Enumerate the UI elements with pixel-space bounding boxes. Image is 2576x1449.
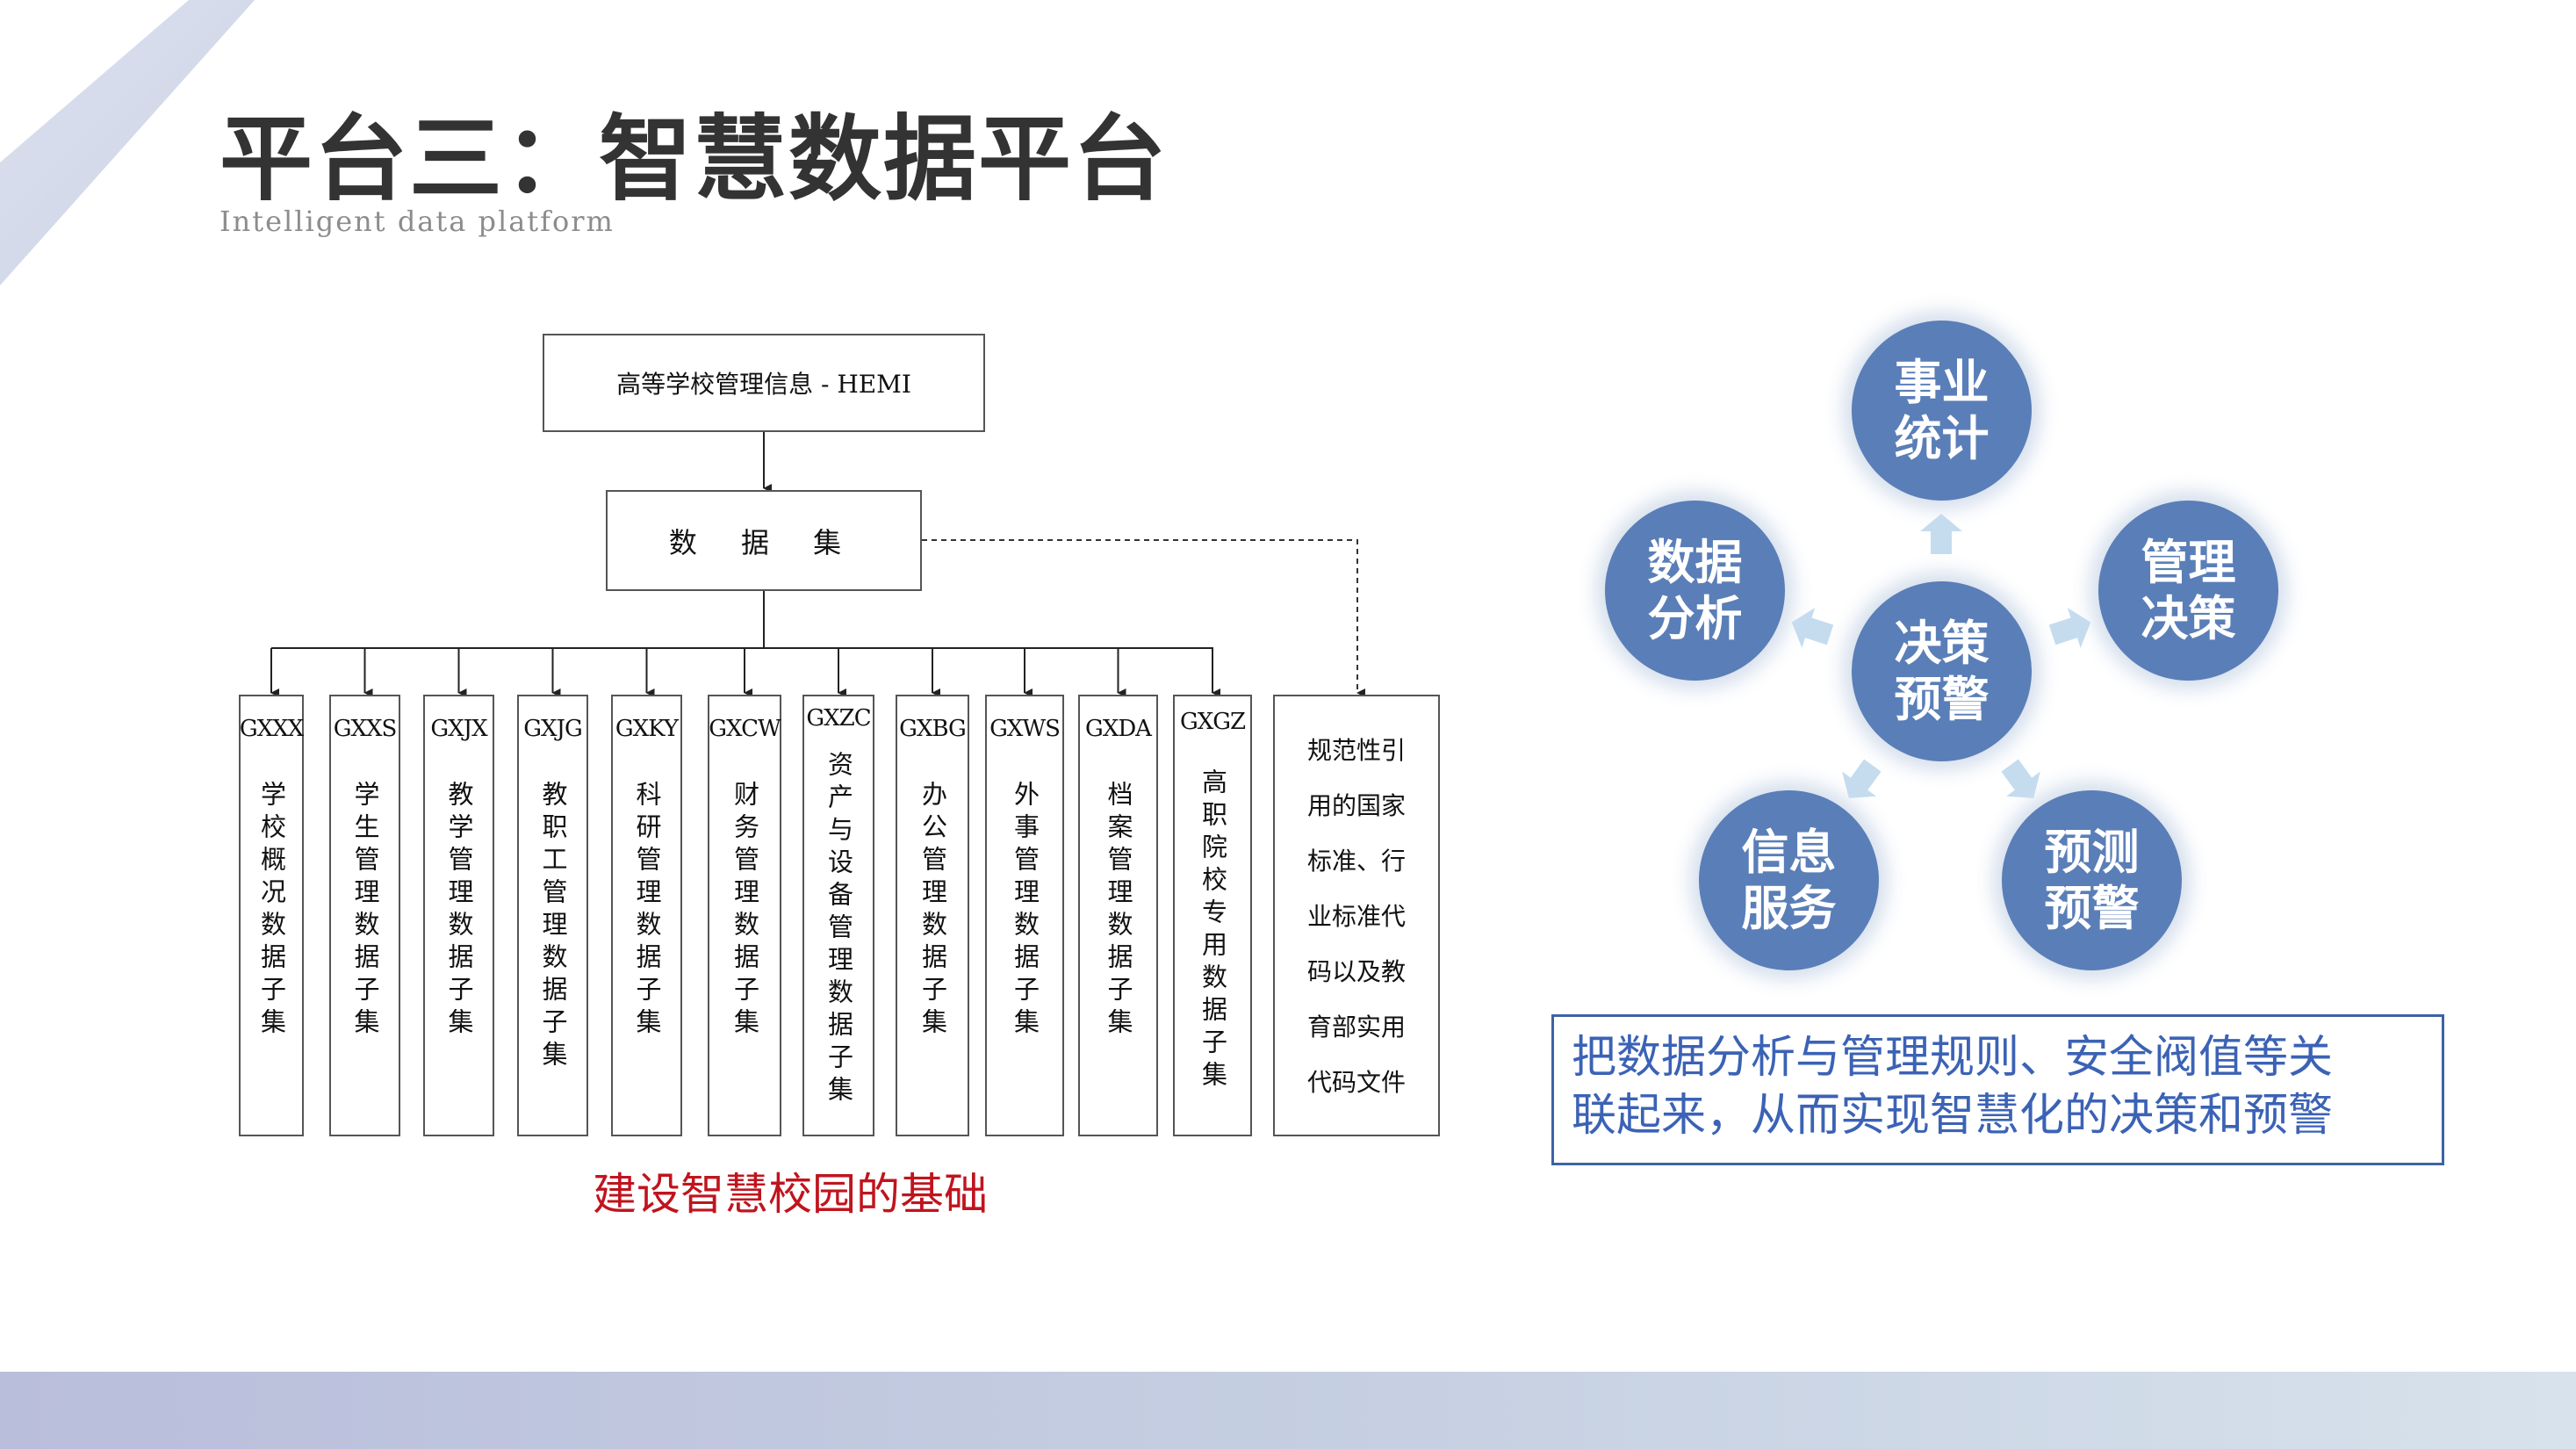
node-line: 数据	[1647, 534, 1743, 590]
cycle-arrow	[1920, 514, 1962, 554]
cycle-arrow	[2001, 759, 2040, 798]
subset-box-gxxx: GXXX 学校概况数据子集	[239, 695, 304, 1136]
subset-code: GXGZ	[1179, 709, 1246, 735]
center-line: 决策	[1894, 615, 1990, 671]
subset-code: GXDA	[1085, 716, 1152, 742]
cycle-node-left: 数据 分析	[1605, 501, 1785, 681]
standards-line: 代码文件	[1306, 1068, 1406, 1097]
node-line: 预警	[2044, 880, 2140, 936]
subset-box-gxjg: GXJG 教职工管理数据子集	[517, 695, 588, 1136]
subset-name: 科研管理数据子集	[632, 781, 662, 1041]
subset-name: 学校概况数据子集	[256, 781, 287, 1041]
subset-box-gxbg: GXBG 办公管理数据子集	[896, 695, 969, 1136]
subset-name: 外事管理数据子集	[1010, 781, 1040, 1041]
subset-code: GXJG	[523, 716, 582, 742]
subset-box-gxzc: GXZC 资产与设备管理数据子集	[802, 695, 874, 1136]
node-line: 分析	[1647, 590, 1743, 646]
cycle-description-box: 把数据分析与管理规则、安全阀值等关 联起来，从而实现智慧化的决策和预警	[1551, 1014, 2444, 1165]
subset-box-gxxs: GXXS 学生管理数据子集	[329, 695, 400, 1136]
cycle-node-bottom-right: 预测 预警	[2002, 790, 2182, 970]
subset-name: 教学管理数据子集	[444, 781, 474, 1041]
subset-box-gxcw: GXCW 财务管理数据子集	[708, 695, 781, 1136]
standards-dashed-link	[922, 539, 1365, 697]
subset-name: 财务管理数据子集	[730, 781, 760, 1041]
center-line: 预警	[1894, 671, 1990, 727]
cycle-arrow	[1791, 608, 1834, 648]
node-line: 管理	[2141, 534, 2236, 590]
subset-box-gxky: GXKY 科研管理数据子集	[611, 695, 682, 1136]
subset-code: GXWS	[989, 716, 1061, 742]
cycle-arrow	[1842, 759, 1882, 798]
bottom-band	[0, 1372, 2576, 1449]
standards-line: 用的国家	[1306, 791, 1406, 820]
subset-box-gxda: GXDA 档案管理数据子集	[1078, 695, 1158, 1136]
standards-line: 育部实用	[1306, 1013, 1406, 1042]
subset-code: GXKY	[615, 716, 679, 742]
subset-name: 办公管理数据子集	[917, 781, 948, 1041]
node-line: 决策	[2141, 590, 2236, 646]
cycle-node-right: 管理 决策	[2098, 501, 2278, 681]
node-line: 服务	[1741, 880, 1837, 936]
subset-box-gxgz: GXGZ 高职院校专用数据子集	[1173, 695, 1252, 1136]
subset-drop-arrows	[270, 648, 1220, 697]
cycle-node-bottom-left: 信息 服务	[1699, 790, 1879, 970]
standards-line: 业标准代	[1306, 902, 1406, 931]
standards-line: 规范性引	[1306, 736, 1406, 765]
node-line: 预测	[2044, 824, 2140, 880]
cycle-node-top: 事业 统计	[1852, 321, 2032, 501]
node-line: 统计	[1894, 410, 1990, 466]
subset-name: 学生管理数据子集	[350, 781, 380, 1041]
subset-name: 档案管理数据子集	[1104, 781, 1133, 1041]
subset-name: 资产与设备管理数据子集	[824, 751, 854, 1108]
dataset-label: 数 据 集	[668, 525, 860, 559]
tree-caption: 建设智慧校园的基础	[593, 1169, 988, 1220]
standards-box: 规范性引 用的国家 标准、行 业标准代 码以及教 育部实用 代码文件	[1273, 695, 1440, 1136]
cycle-center: 决策 预警	[1852, 581, 2032, 761]
description-line: 联起来，从而实现智慧化的决策和预警	[1572, 1090, 2334, 1142]
subset-box-gxws: GXWS 外事管理数据子集	[985, 695, 1064, 1136]
subset-code: GXJX	[430, 716, 487, 742]
subset-code: GXXS	[333, 716, 398, 742]
subset-code: GXXX	[239, 716, 304, 742]
subset-code: GXBG	[899, 716, 967, 742]
standards-line: 码以及教	[1306, 957, 1406, 986]
hemi-root-label: 高等学校管理信息 - HEMI	[616, 370, 911, 399]
subset-code: GXCW	[709, 716, 781, 742]
subset-name: 教职工管理数据子集	[538, 781, 568, 1073]
node-line: 信息	[1741, 824, 1837, 880]
subset-box-gxjx: GXJX 教学管理数据子集	[423, 695, 494, 1136]
slide-title: 平台三：智慧数据平台	[219, 105, 1168, 213]
subset-name: 高职院校专用数据子集	[1198, 768, 1228, 1093]
node-line: 事业	[1894, 354, 1990, 410]
description-line: 把数据分析与管理规则、安全阀值等关	[1572, 1032, 2334, 1084]
subset-code: GXZC	[806, 705, 871, 732]
cycle-arrow	[2048, 608, 2091, 648]
dataset-box: 数 据 集	[606, 490, 922, 591]
slide-subtitle: Intelligent data platform	[219, 205, 615, 238]
standards-line: 标准、行	[1306, 847, 1406, 876]
hemi-root-box: 高等学校管理信息 - HEMI	[543, 334, 985, 432]
